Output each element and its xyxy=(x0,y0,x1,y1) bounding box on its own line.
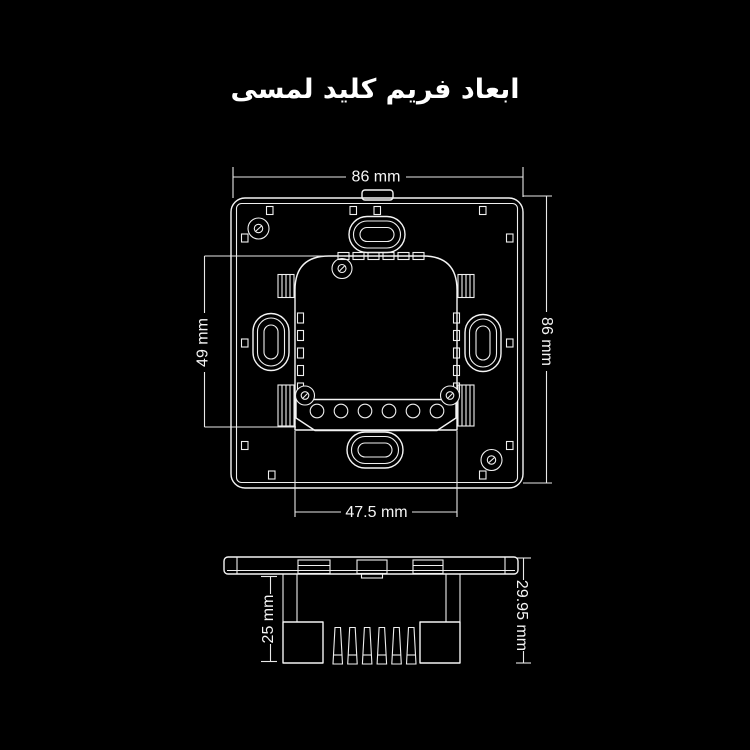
central-module xyxy=(277,251,475,432)
side-body-right xyxy=(419,621,461,664)
terminal-block xyxy=(294,385,461,432)
dimension-depth-left: 25 mm xyxy=(260,575,277,663)
dim-label-module-height: 49 mm xyxy=(195,318,212,367)
dim-label-module-width: 47.5 mm xyxy=(345,504,407,521)
front-view-drawing: 86 mm 86 mm 49 mm 47.5 mm xyxy=(195,167,555,521)
mount-hole-bottom xyxy=(346,431,404,469)
mount-hole-top xyxy=(348,215,406,254)
dimension-height-right: 86 mm xyxy=(523,195,555,484)
frame-inner xyxy=(235,202,519,484)
side-fins xyxy=(332,626,417,665)
dimension-width-top: 86 mm xyxy=(232,167,524,198)
side-body-left xyxy=(282,621,324,664)
dimension-module-height-left: 49 mm xyxy=(195,255,344,428)
mount-hole-left xyxy=(252,312,290,372)
side-view-drawing: 25 mm 29.95 mm xyxy=(223,556,531,665)
dimension-depth-right: 29.95 mm xyxy=(513,557,531,664)
terminal-screw-right xyxy=(439,385,461,406)
spring-clips xyxy=(277,273,475,427)
dim-label-height-right: 86 mm xyxy=(538,317,555,366)
side-legs xyxy=(282,574,461,622)
screw-top-left xyxy=(247,217,270,240)
side-plate-fittings xyxy=(297,559,444,579)
frame-clip-slots xyxy=(240,205,514,480)
dimension-module-width-bottom: 47.5 mm xyxy=(294,431,458,521)
module-screw xyxy=(331,257,353,280)
terminal-screw-left xyxy=(294,385,316,406)
dim-label-depth-left: 25 mm xyxy=(260,595,277,644)
mount-hole-right xyxy=(464,313,502,373)
dim-label-depth-right: 29.95 mm xyxy=(513,580,530,651)
frame-outer xyxy=(230,197,524,489)
screw-bottom-right xyxy=(480,448,503,472)
dim-label-width-top: 86 mm xyxy=(352,169,401,186)
page-title: ابعاد فریم کلید لمسی xyxy=(230,74,520,105)
module-edge-dashes xyxy=(296,312,461,394)
